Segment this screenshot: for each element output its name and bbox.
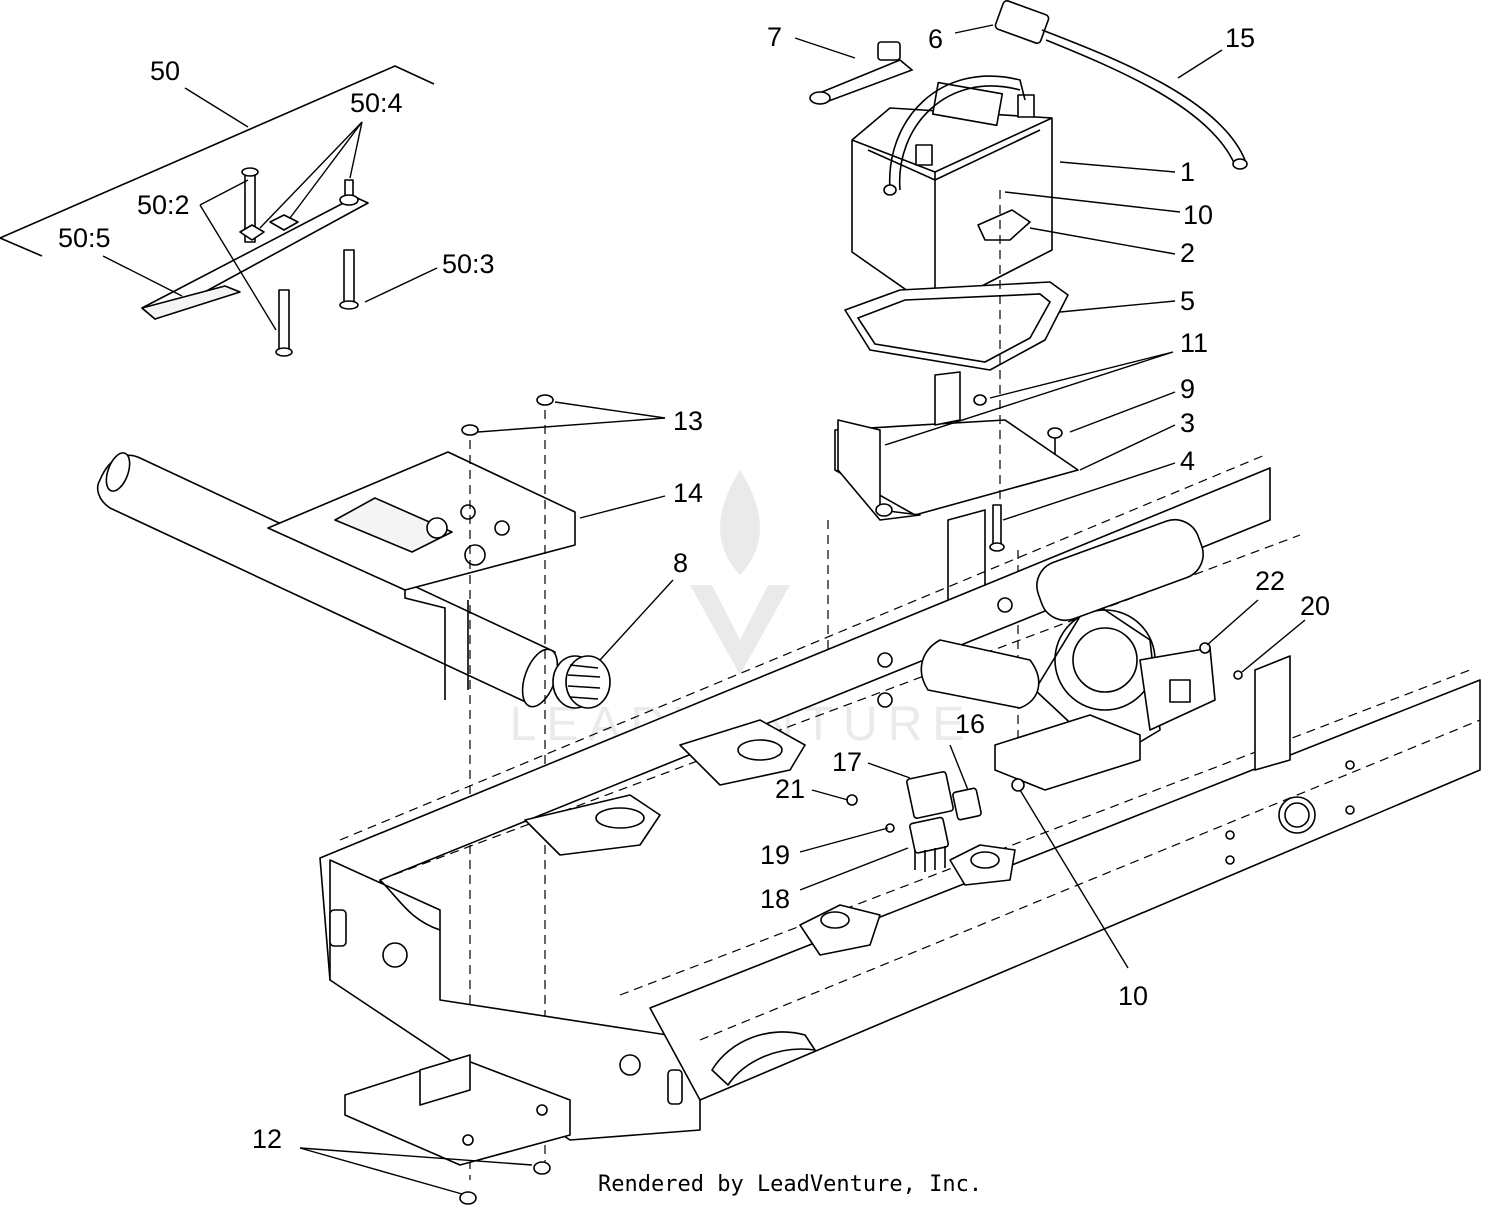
callout-19: 19 [760, 840, 790, 870]
callout-5: 5 [1180, 286, 1195, 316]
callout-21: 21 [775, 774, 805, 804]
callout-15: 15 [1225, 23, 1255, 53]
callout-1: 1 [1180, 157, 1195, 187]
callout-18: 18 [760, 884, 790, 914]
nuts-12 [459, 1161, 551, 1205]
callout-3: 3 [1180, 408, 1195, 438]
callout-17: 17 [832, 747, 862, 777]
callout-4: 4 [1180, 446, 1195, 476]
callout-50: 50 [150, 56, 180, 86]
callout-10-top: 10 [1183, 200, 1213, 230]
callout-11: 11 [1180, 328, 1208, 358]
callout-12: 12 [252, 1124, 282, 1154]
relays [846, 642, 1243, 872]
leader-lines [102, 24, 1306, 1195]
battery-tray-5 [844, 281, 1069, 371]
render-credit: Rendered by LeadVenture, Inc. [598, 1172, 983, 1197]
callout-50-3: 50:3 [442, 249, 495, 279]
callout-50-2: 50:2 [137, 190, 190, 220]
battery-bracket-3 [834, 371, 1079, 521]
callout-14: 14 [673, 478, 703, 508]
battery-cable-7 [809, 41, 914, 105]
callout-13: 13 [673, 406, 703, 436]
callout-6: 6 [928, 24, 943, 54]
callout-8: 8 [673, 548, 688, 578]
part-50-kit [0, 65, 435, 357]
cable-15 [994, 0, 1248, 170]
battery [851, 75, 1053, 311]
plug-8 [552, 655, 611, 709]
callout-7: 7 [767, 22, 782, 52]
callout-10-bottom: 10 [1118, 981, 1148, 1011]
callout-2: 2 [1180, 238, 1195, 268]
frame [319, 454, 1481, 1166]
callout-labels: 50 50:4 50:2 50:5 50:3 7 6 15 1 10 2 5 1… [58, 22, 1330, 1154]
callout-22: 22 [1255, 566, 1285, 596]
callout-50-5: 50:5 [58, 223, 111, 253]
callout-20: 20 [1300, 591, 1330, 621]
seat-mount-14 [96, 394, 576, 708]
callout-50-4: 50:4 [350, 88, 403, 118]
callout-9: 9 [1180, 374, 1195, 404]
callout-16: 16 [955, 709, 985, 739]
